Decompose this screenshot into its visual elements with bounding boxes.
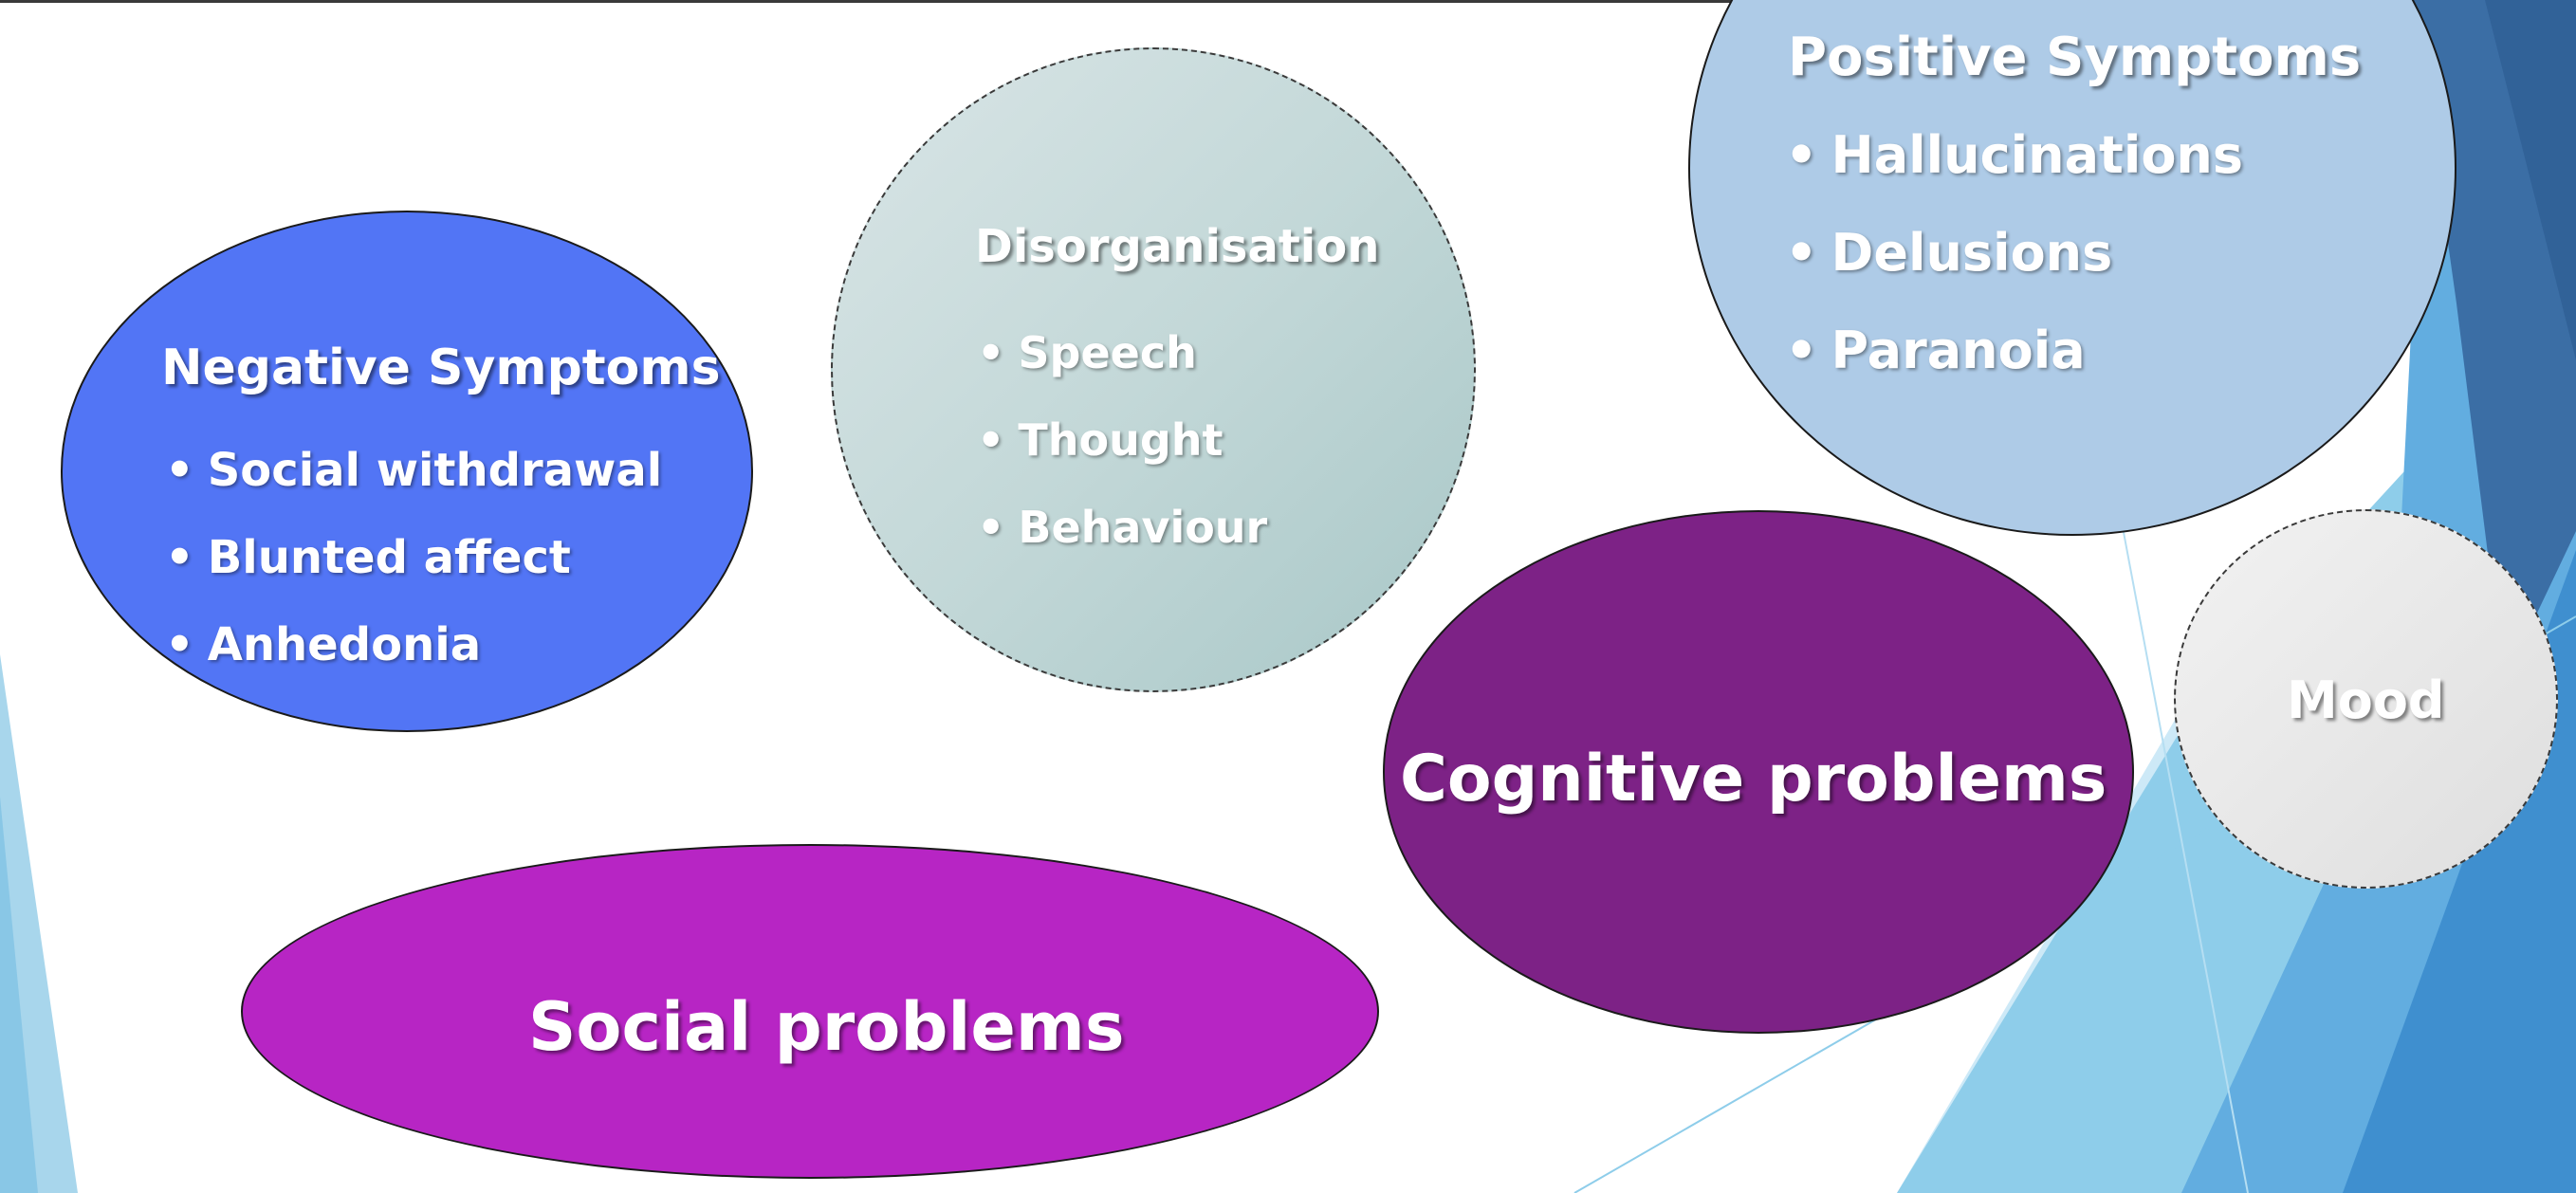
negative-symptoms-title: Negative Symptoms xyxy=(161,340,721,396)
list-item: Delusions xyxy=(1785,204,2243,302)
disorganisation-bubble: Disorganisation Speech Thought Behaviour xyxy=(831,47,1476,692)
list-item: Paranoia xyxy=(1785,302,2243,399)
positive-symptoms-title: Positive Symptoms xyxy=(1788,27,2362,88)
top-border xyxy=(0,0,2576,3)
disorganisation-list: Speech Thought Behaviour xyxy=(977,309,1267,571)
cognitive-problems-title: Cognitive problems xyxy=(1400,742,2107,817)
disorganisation-title: Disorganisation xyxy=(975,220,1380,273)
list-item: Behaviour xyxy=(977,484,1267,571)
right-facet-darker xyxy=(2485,0,2576,360)
cognitive-problems-bubble: Cognitive problems xyxy=(1383,510,2134,1034)
negative-symptoms-list: Social withdrawal Blunted affect Anhedon… xyxy=(165,427,663,688)
list-item: Blunted affect xyxy=(165,514,662,601)
mood-title: Mood xyxy=(2287,670,2445,730)
positive-symptoms-list: Hallucinations Delusions Paranoia xyxy=(1785,106,2244,399)
facet-line xyxy=(2119,511,2249,1193)
list-item: Thought xyxy=(977,396,1267,484)
social-problems-bubble: Social problems xyxy=(241,844,1379,1179)
list-item: Speech xyxy=(977,309,1267,396)
mood-bubble: Mood xyxy=(2174,509,2558,889)
negative-symptoms-bubble: Negative Symptoms Social withdrawal Blun… xyxy=(61,211,753,732)
list-item: Hallucinations xyxy=(1785,106,2244,204)
social-problems-title: Social problems xyxy=(528,988,1125,1066)
list-item: Social withdrawal xyxy=(165,427,663,514)
left-facet-thin xyxy=(0,797,38,1193)
list-item: Anhedonia xyxy=(165,601,662,688)
